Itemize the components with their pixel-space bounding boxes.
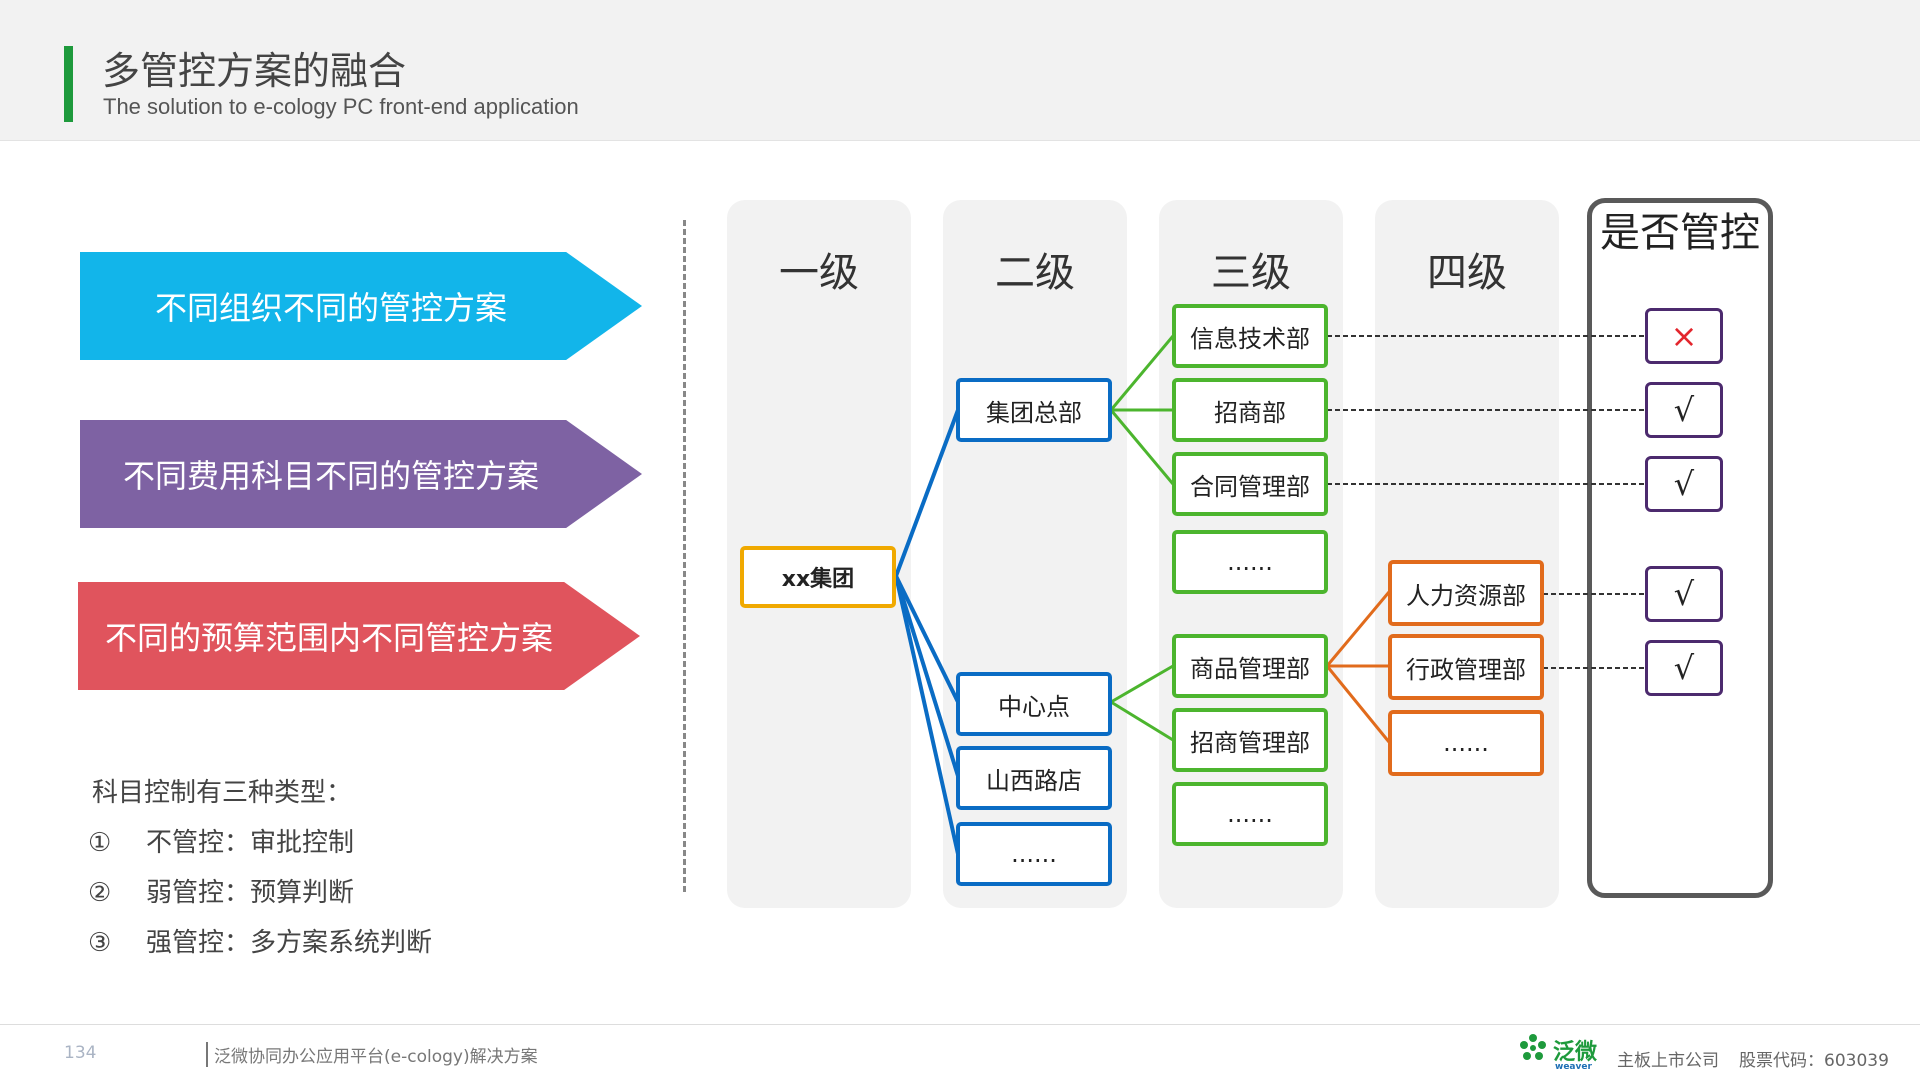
control-mark-check: √ [1645, 566, 1723, 622]
node-it-dept: 信息技术部 [1172, 304, 1328, 368]
link-root-hq [894, 409, 960, 577]
node-center: 中心点 [956, 672, 1112, 736]
control-mark-check: √ [1645, 382, 1723, 438]
control-type-item: ① 不管控：审批控制 [88, 822, 354, 859]
dashed-divider [683, 220, 686, 892]
control-mark-check: √ [1645, 640, 1723, 696]
brand-name-en: weaver [1555, 1062, 1592, 1072]
node-goods-dept: 商品管理部 [1172, 634, 1328, 698]
type-text: 弱管控：预算判断 [146, 878, 355, 908]
control-type-item: ③ 强管控：多方案系统判断 [88, 922, 432, 959]
control-column-title: 是否管控 [1600, 210, 1760, 256]
column-title-level-4: 四级 [1427, 250, 1507, 296]
column-title-level-1: 一级 [779, 250, 859, 296]
column-level-4 [1375, 200, 1559, 908]
link-root-center [894, 575, 960, 703]
header-accent-bar [64, 46, 73, 122]
node-level3-more-b: ...... [1172, 782, 1328, 846]
footer-divider [0, 1024, 1920, 1025]
control-type-item: ② 弱管控：预算判断 [88, 872, 354, 909]
link-goods-hr [1325, 591, 1391, 667]
link-center-zsmgmt [1110, 700, 1174, 742]
link-center-goods [1110, 664, 1174, 704]
link-goods-more [1325, 665, 1391, 743]
control-types-title: 科目控制有三种类型： [92, 778, 353, 808]
node-admin-dept: 行政管理部 [1388, 634, 1544, 700]
link-hq-contract [1109, 409, 1175, 485]
node-group-hq: 集团总部 [956, 378, 1112, 442]
control-mark-cross: × [1645, 308, 1723, 364]
weaver-logo-icon [1520, 1034, 1546, 1060]
arrow-label: 不同的预算范围内不同管控方案 [104, 619, 553, 657]
node-shanxi-road: 山西路店 [956, 746, 1112, 810]
arrow-label: 不同组织不同的管控方案 [154, 289, 507, 327]
listed-company: 主板上市公司 [1617, 1051, 1719, 1071]
arrow-banner-expense-subject: 不同费用科目不同的管控方案 [80, 420, 642, 528]
link-root-more [894, 575, 960, 855]
page-subtitle: The solution to e-cology PC front-end ap… [103, 94, 579, 119]
link-root-shanxi [894, 575, 960, 777]
type-number: ② [88, 878, 112, 908]
page-title: 多管控方案的融合 [102, 49, 407, 93]
node-root: xx集团 [740, 546, 896, 608]
node-contract-dept: 合同管理部 [1172, 452, 1328, 516]
link-hq-it [1109, 335, 1175, 411]
column-title-level-2: 二级 [995, 250, 1075, 296]
arrow-banner-organization: 不同组织不同的管控方案 [80, 252, 642, 360]
node-zhaoshang-dept: 招商部 [1172, 378, 1328, 442]
brand-name: 泛微 [1553, 1040, 1598, 1065]
footer-product-name: 泛微协同办公应用平台(e-cology)解决方案 [206, 1042, 538, 1067]
node-hr-dept: 人力资源部 [1388, 560, 1544, 626]
type-text: 不管控：审批控制 [146, 828, 355, 858]
column-title-level-3: 三级 [1211, 250, 1291, 296]
type-number: ③ [88, 928, 112, 958]
node-zhaoshang-mgmt-dept: 招商管理部 [1172, 708, 1328, 772]
control-mark-check: √ [1645, 456, 1723, 512]
page-number: 134 [64, 1043, 97, 1063]
type-text: 强管控：多方案系统判断 [146, 928, 433, 958]
arrow-label: 不同费用科目不同的管控方案 [122, 457, 539, 495]
footer-company-info: 主板上市公司股票代码：603039 [1617, 1046, 1889, 1071]
node-level3-more-a: ...... [1172, 530, 1328, 594]
type-number: ① [88, 828, 112, 858]
slide-header: 多管控方案的融合 The solution to e-cology PC fro… [0, 0, 1920, 141]
node-level2-more: ...... [956, 822, 1112, 886]
node-level4-more: ...... [1388, 710, 1544, 776]
arrow-banner-budget-scope: 不同的预算范围内不同管控方案 [78, 582, 640, 690]
stock-code: 股票代码：603039 [1739, 1051, 1889, 1071]
